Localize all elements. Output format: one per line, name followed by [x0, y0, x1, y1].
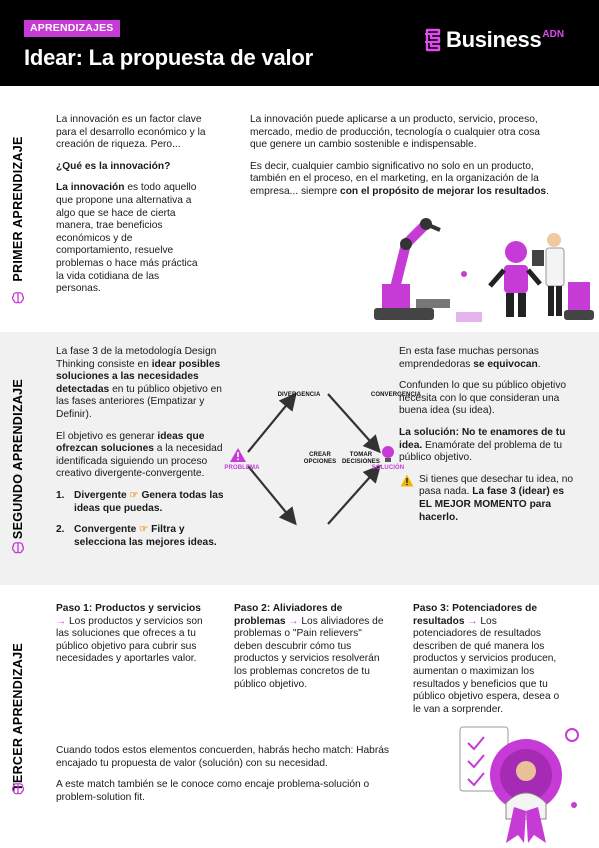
warning-note: Si tienes que desechar tu idea, no pasa … [399, 474, 579, 533]
business-adn-logo: Business ADN [424, 27, 564, 53]
definition-bold: La innovación [56, 182, 125, 194]
section2-left-column: La fase 3 de la metodología Design Think… [56, 346, 228, 558]
diverge-converge-diagram: DIVERGENCIA CONVERGENCIA CREAR OPCIONES … [224, 382, 421, 532]
arrow-icon: → [56, 615, 67, 627]
tomar-decisiones-label: TOMAR DECISIONES [341, 452, 380, 465]
band-segundo: SEGUNDO APRENDIZAJE [0, 332, 36, 585]
s2p1-b: idear posibles soluciones a las necesida… [56, 358, 221, 395]
s2p2-b: ideas que ofrezcan soluciones [56, 430, 205, 455]
logo-icon [425, 28, 441, 52]
section1-question: ¿Qué es la innovación? [56, 160, 171, 172]
paso2-column: Paso 2: Aliviadores de problemas → Los a… [234, 603, 384, 700]
band-label: TERCER APRENDIZAJE [11, 642, 25, 791]
list-item: 2. Convergente ☞ Filtra y selecciona las… [56, 524, 228, 549]
solucion-label: SOLUCIÓN [371, 465, 405, 471]
header: APRENDIZAJES Idear: La propuesta de valo… [0, 0, 599, 86]
step-text: Divergente ☞ Genera todas las ideas que … [74, 490, 228, 515]
r4-b: La fase 3 (idear) es EL MEJOR MOMENTO pa… [419, 486, 564, 523]
step-number: 1. [56, 489, 65, 501]
paso2-text: Los aliviadores de problemas o "Pain rel… [234, 615, 384, 690]
brain-icon [11, 292, 25, 304]
step-desc: Filtra y selecciona las mejores ideas. [74, 524, 217, 548]
band-label: SEGUNDO APRENDIZAJE [11, 378, 25, 539]
brain-icon [11, 542, 25, 554]
problema-label: PROBLEMA [224, 465, 260, 471]
s2p2-c: a la necesidad identificada siguiendo un… [56, 443, 223, 480]
r1-b: se equivocan [473, 358, 538, 370]
bottom-p1: Cuando todos estos elementos concuerden,… [56, 745, 389, 769]
s2p1-c: en tu público objetivo en las fases ante… [56, 383, 222, 420]
p2-bold: con el propósito de mejorar los resultad… [340, 185, 547, 197]
paso1: Paso 1: Productos y servicios→ Los produ… [56, 603, 216, 666]
paso2-title: Paso 2: Aliviadores de problemas [234, 603, 343, 627]
warning-icon [400, 474, 414, 487]
step-label: Convergente [74, 524, 137, 536]
step-text: Convergente ☞ Filtra y selecciona las me… [74, 524, 228, 549]
logo-text: Business [446, 27, 542, 52]
arrow-icon: → [288, 615, 299, 627]
paso1-column: Paso 1: Productos y servicios→ Los produ… [56, 603, 216, 675]
section-tag: APRENDIZAJES [24, 20, 120, 37]
paso1-text: Los productos y servicios son las soluci… [56, 615, 203, 665]
section2-p2: El objetivo es generar ideas que ofrezca… [56, 431, 228, 481]
section2-right-p2: Confunden lo que su público objetivo nec… [399, 380, 567, 417]
robot-illustration [374, 218, 594, 322]
section1-definition: La innovación es todo aquello que propon… [56, 182, 206, 295]
r3-c: Enamórate del problema de tu público obj… [399, 439, 563, 464]
steps-list: 1. Divergente ☞ Genera todas las ideas q… [56, 490, 228, 549]
section2-right-column: En esta fase muchas personas emprendedor… [399, 346, 579, 533]
paso3: Paso 3: Potenciadores de resultados → Lo… [413, 603, 563, 716]
award-illustration [459, 726, 579, 843]
section-segundo: La fase 3 de la metodología Design Think… [36, 332, 599, 585]
paso3-title: Paso 3: Potenciadores de resultados [413, 603, 537, 627]
logo-superscript: ADN [542, 28, 565, 40]
paso2: Paso 2: Aliviadores de problemas → Los a… [234, 603, 384, 691]
arrow-icon: → [467, 615, 478, 627]
convergencia-label: CONVERGENCIA [370, 392, 422, 398]
band-label: PRIMER APRENDIZAJE [11, 136, 25, 282]
page-title: Idear: La propuesta de valor [24, 45, 314, 70]
crear-opciones-label: CREAR OPCIONES [303, 452, 337, 465]
list-item: 1. Divergente ☞ Genera todas las ideas q… [56, 490, 228, 515]
paso1-title: Paso 1: Productos y servicios [56, 603, 201, 614]
r3-b: La solución: No te enamores de tu idea. [399, 426, 566, 451]
hand-pointer-icon: ☞ [139, 524, 149, 536]
section2-right-p4: Si tienes que desechar tu idea, no pasa … [419, 474, 579, 524]
step-number: 2. [56, 524, 65, 536]
section-primer: La innovación es un factor clave para el… [36, 86, 599, 332]
step-desc: Genera todas las ideas que puedas. [74, 489, 224, 514]
section2-right-p1: En esta fase muchas personas emprendedor… [399, 346, 579, 371]
section1-right-column: La innovación puede aplicarse a un produ… [250, 114, 550, 208]
section1-right-p2: Es decir, cualquier cambio significativo… [250, 161, 550, 199]
section3-bottom: Cuando todos estos elementos concuerden,… [56, 745, 396, 813]
r1-a: En esta fase muchas personas emprendedor… [399, 346, 539, 370]
paso3-column: Paso 3: Potenciadores de resultados → Lo… [413, 603, 563, 725]
band-tercer: TERCER APRENDIZAJE [0, 585, 36, 848]
definition-text: es todo aquello que propone una alternat… [56, 182, 198, 295]
p2-end: . [546, 185, 549, 197]
section1-right-p1: La innovación puede aplicarse a un produ… [250, 114, 540, 151]
section2-right-p3: La solución: No te enamores de tu idea. … [399, 427, 579, 465]
band-primer: PRIMER APRENDIZAJE [0, 86, 36, 332]
step-label: Divergente [74, 489, 127, 501]
s2p2-a: El objetivo es generar [56, 430, 158, 442]
section-tercer: Paso 1: Productos y servicios→ Los produ… [36, 585, 599, 848]
divergencia-label: DIVERGENCIA [277, 392, 321, 398]
paso3-text: Los potenciadores de resultados describe… [413, 615, 560, 715]
hand-pointer-icon: ☞ [129, 489, 139, 501]
p2-text: Es decir, cualquier cambio significativo… [250, 160, 539, 197]
r4-a: Si tienes que desechar tu idea, no pasa … [419, 473, 574, 498]
diagram-arrows [230, 392, 394, 526]
section1-left-column: La innovación es un factor clave para el… [56, 114, 206, 305]
brain-icon [11, 783, 25, 795]
bottom-p2: A este match también se le conoce como e… [56, 779, 370, 803]
section1-intro: La innovación es un factor clave para el… [56, 114, 206, 151]
r1-c: . [537, 358, 541, 370]
section2-p1: La fase 3 de la metodología Design Think… [56, 346, 228, 422]
s2p1-a: La fase 3 de la metodología Design Think… [56, 346, 217, 370]
